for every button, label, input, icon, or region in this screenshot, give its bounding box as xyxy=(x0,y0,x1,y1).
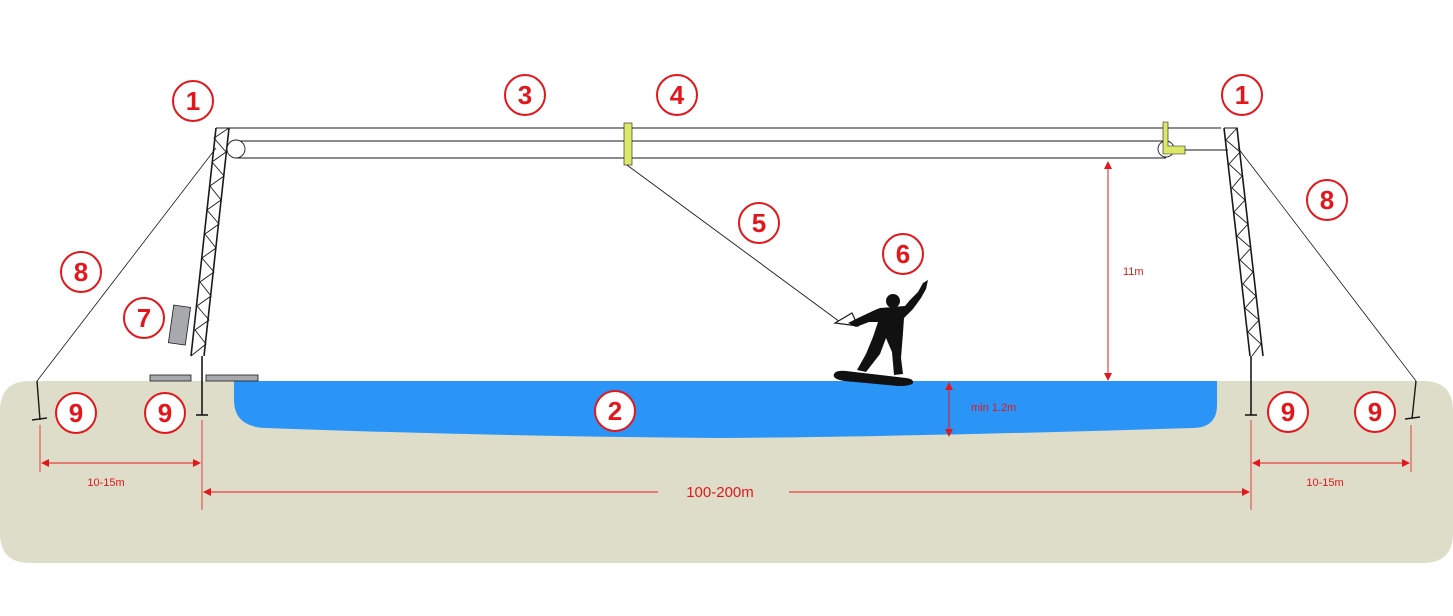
main-cable xyxy=(226,127,1228,159)
tower-left xyxy=(190,127,231,416)
callout-anchor-right-inner: 9 xyxy=(1267,391,1309,433)
svg-text:4: 4 xyxy=(670,80,685,110)
callout-tower-right: 1 xyxy=(1221,74,1263,116)
callout-anchor-left-inner: 9 xyxy=(144,392,186,434)
svg-text:8: 8 xyxy=(1320,185,1334,215)
callout-carrier: 4 xyxy=(656,74,698,116)
carrier-counterweight xyxy=(1162,121,1186,155)
anchor-left-outer xyxy=(31,380,48,421)
callout-rider: 6 xyxy=(882,233,924,275)
svg-text:7: 7 xyxy=(137,303,151,333)
water-basin xyxy=(234,381,1217,438)
svg-text:9: 9 xyxy=(1281,397,1295,427)
callout-guy-wire-left: 8 xyxy=(60,251,102,293)
svg-text:9: 9 xyxy=(69,398,83,428)
tower-right xyxy=(1223,127,1264,416)
depth-dimension-label: min 1.2m xyxy=(971,402,1016,414)
rider-silhouette xyxy=(833,280,928,386)
callout-anchor-left-outer: 9 xyxy=(55,392,97,434)
tow-rope xyxy=(626,164,841,323)
svg-text:5: 5 xyxy=(752,208,766,238)
callout-water: 2 xyxy=(594,390,636,432)
svg-text:1: 1 xyxy=(1235,80,1249,110)
control-box xyxy=(167,304,192,346)
anchor-right-outer xyxy=(1404,380,1421,420)
svg-text:1: 1 xyxy=(186,86,200,116)
svg-text:2: 2 xyxy=(608,396,622,426)
callout-guy-wire-right: 8 xyxy=(1306,179,1348,221)
svg-text:9: 9 xyxy=(1368,397,1382,427)
callout-tower-left: 1 xyxy=(172,80,214,122)
svg-text:3: 3 xyxy=(518,80,532,110)
callout-anchor-right-outer: 9 xyxy=(1354,391,1396,433)
pulley-left xyxy=(226,139,246,159)
guy-wire-left xyxy=(36,147,217,382)
carrier-main xyxy=(623,122,633,166)
callout-tow-rope: 5 xyxy=(738,202,780,244)
platform-right xyxy=(205,374,259,382)
svg-text:6: 6 xyxy=(896,239,910,269)
span-dimension-label: 100-200m xyxy=(686,484,754,501)
guy-wire-right xyxy=(1237,147,1417,382)
anchor-dimension-label-right: 10-15m xyxy=(1306,477,1343,489)
anchor-dimension-label-left: 10-15m xyxy=(87,477,124,489)
svg-text:9: 9 xyxy=(158,398,172,428)
callout-control-box: 7 xyxy=(123,297,165,339)
height-dimension-label: 11m xyxy=(1123,266,1144,278)
callout-cable: 3 xyxy=(504,74,546,116)
svg-text:8: 8 xyxy=(74,257,88,287)
platform-left xyxy=(149,374,192,382)
